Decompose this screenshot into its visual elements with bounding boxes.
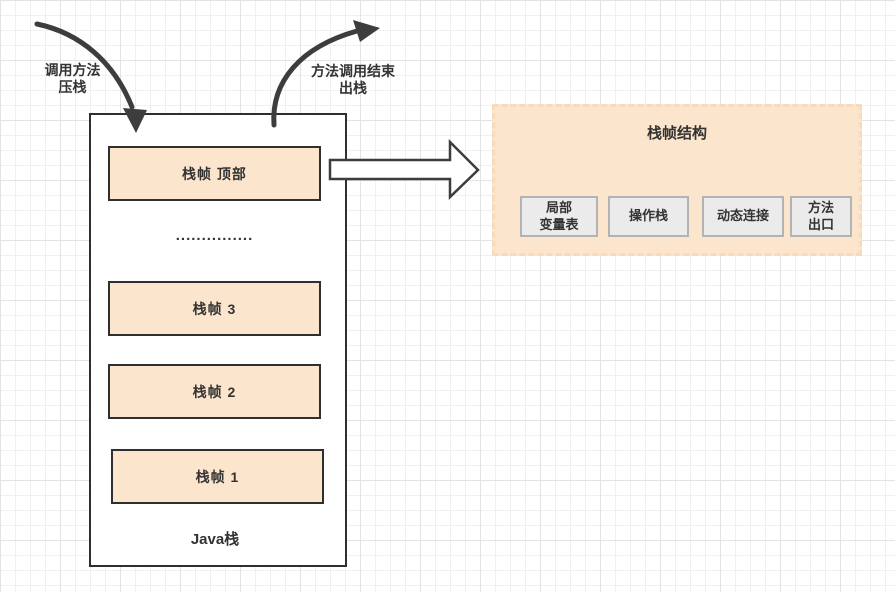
- stack-frame: 栈帧 3: [108, 281, 321, 336]
- push-annotation: 调用方法 压栈: [44, 62, 101, 95]
- panel-item-method-exit: 方法 出口: [790, 196, 852, 237]
- stack-frame: 栈帧 1: [111, 449, 324, 504]
- frame-structure-title: 栈帧结构: [646, 125, 707, 142]
- panel-item-local-variable-table: 局部 变量表: [520, 196, 598, 237]
- panel-item-operand-stack: 操作栈: [608, 196, 689, 237]
- panel-item-dynamic-linking: 动态连接: [702, 196, 784, 237]
- expand-arrow-icon: [328, 138, 480, 200]
- pop-annotation: 方法调用结束 出栈: [311, 63, 395, 96]
- java-stack-label: Java栈: [190, 531, 240, 548]
- stack-frame-top: 栈帧 顶部: [108, 146, 321, 201]
- stack-ellipsis: ...............: [175, 227, 254, 244]
- stack-frame: 栈帧 2: [108, 364, 321, 419]
